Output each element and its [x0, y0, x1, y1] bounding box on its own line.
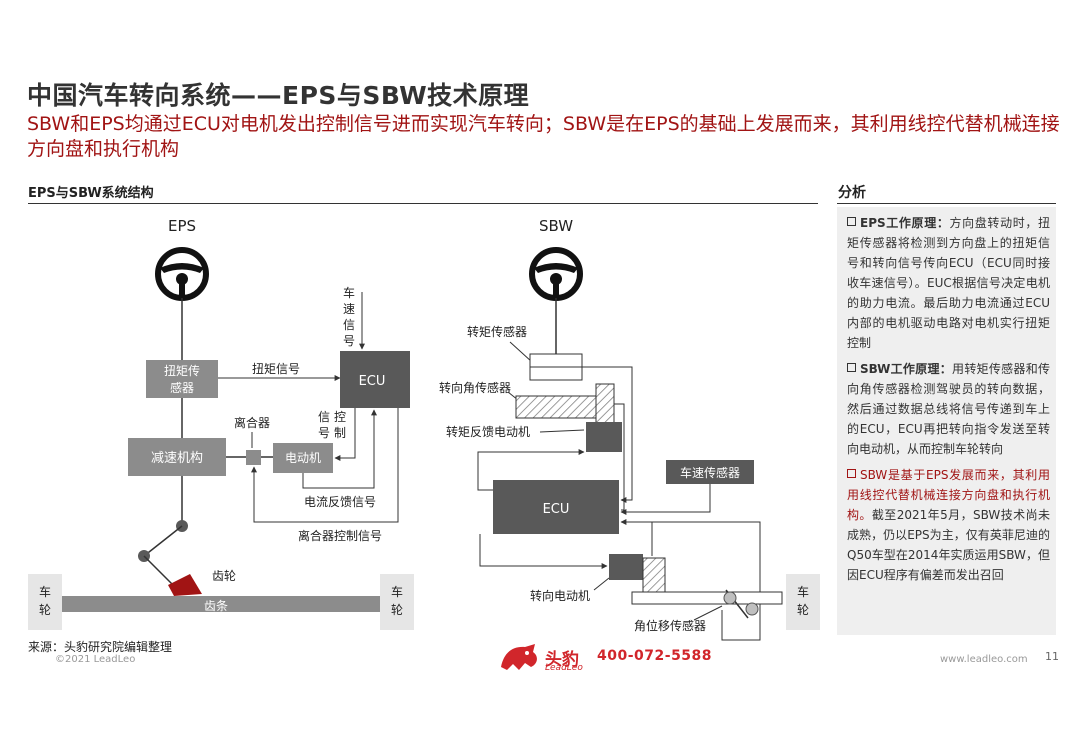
analysis-summary-text: 截至2021年5月，SBW技术尚未成熟，仍以EPS为主，仅有英菲尼迪的Q50车型…: [847, 508, 1050, 582]
eps-intermediate-shaft: [143, 525, 183, 557]
eps-rack-bar: [62, 596, 380, 612]
contact-phone: 400-072-5588: [597, 648, 713, 664]
eps-motor-box: [273, 443, 333, 473]
sbw-rack-bar: [631, 591, 783, 605]
analysis-sbw-text: 用转矩传感器和传向角传感器检测驾驶员的转向数据，然后通过数据总线将信号传递到车上…: [847, 362, 1050, 456]
eps-wheel-left-label-2: 轮: [39, 603, 51, 617]
analysis-summary-highlight: SBW是基于EPS发展而来，其利用用线控代替机械连接方向盘和执行机构。: [847, 468, 1050, 522]
analysis-panel: EPS工作原理：方向盘转动时，扭矩传感器将检测到方向盘上的扭矩信号和转向信号传向…: [837, 207, 1056, 635]
leopard-logo-icon: [501, 644, 537, 670]
sbw-wheel: [786, 574, 820, 630]
sbw-angle-sensor-bracket: [595, 383, 615, 425]
brand-name-en: LeadLeo: [545, 663, 583, 673]
eps-torque-signal-label: 扭矩信号: [252, 362, 300, 376]
page-title: 中国汽车转向系统——EPS与SBW技术原理: [27, 81, 530, 110]
eps-gear-label: 齿轮: [212, 569, 236, 583]
page-number: 11: [1045, 650, 1059, 663]
website-url: www.leadleo.com: [940, 654, 1028, 665]
sbw-feedback-motor-box: [586, 422, 622, 452]
eps-speed-signal-4: 号: [343, 334, 355, 348]
eps-speed-signal-3: 信: [343, 318, 355, 332]
eps-wheel-right-label-1: 车: [391, 584, 403, 599]
sbw-steer-motor-leader: [593, 577, 610, 591]
analysis-sbw: SBW工作原理：用转矩传感器和传向角传感器检测驾驶员的转向数据，然后通过数据总线…: [837, 353, 1056, 459]
sbw-steer-motor-label: 转向电动机: [530, 588, 590, 603]
eps-title: EPS: [168, 217, 196, 235]
bullet-square-icon: [847, 217, 856, 226]
bullet-square-icon: [847, 363, 856, 372]
eps-control-signal-4: 制: [334, 426, 346, 440]
eps-ecu-box: [340, 351, 410, 408]
eps-current-feedback-label: 电流反馈信号: [304, 495, 376, 509]
eps-motor-label: 电动机: [285, 451, 321, 465]
eps-clutch-control-label: 离合器控制信号: [298, 528, 382, 543]
sbw-disp-signal-return: [621, 521, 761, 641]
analysis-eps: EPS工作原理：方向盘转动时，扭矩传感器将检测到方向盘上的扭矩信号和转向信号传向…: [837, 207, 1056, 353]
sbw-steering-wheel-icon: [529, 247, 583, 301]
sbw-feedback-motor-label: 转矩反馈电动机: [446, 424, 530, 439]
eps-steering-wheel-icon: [155, 247, 209, 301]
sbw-disp-sensor-leader: [693, 605, 723, 621]
analysis-heading-rule: [837, 203, 1056, 204]
eps-control-signal-1: 信: [318, 410, 330, 424]
sbw-wheel-label-1: 车: [797, 584, 809, 599]
sbw-ecu-label: ECU: [543, 502, 570, 517]
analysis-eps-label: EPS工作原理：: [860, 216, 950, 230]
sbw-speed-sensor-label: 车速传感器: [680, 465, 740, 480]
sbw-feedback-motor-leader: [539, 429, 585, 433]
sbw-disp-sensor-label: 角位移传感器: [634, 618, 706, 633]
sbw-joint-2: [745, 602, 759, 616]
sbw-title: SBW: [539, 217, 573, 235]
eps-control-signal-arrow: [334, 408, 356, 461]
eps-torque-sensor-label-1: 扭矩传: [164, 363, 200, 378]
sbw-speed-sensor-box: [666, 460, 754, 484]
sbw-torque-signal-arrow: [582, 366, 633, 503]
eps-ecu-label: ECU: [359, 374, 386, 389]
source-note: 来源：头豹研究院编辑整理: [28, 640, 173, 654]
eps-current-feedback-arrow: [302, 409, 377, 489]
eps-reducer-box: [128, 438, 226, 476]
analysis-heading: 分析: [838, 185, 866, 201]
eps-pinion-shaft: [143, 555, 175, 587]
sbw-wheel-label-2: 轮: [797, 603, 809, 617]
eps-wheel-right: [380, 574, 414, 630]
brand-name: 头豹: [545, 650, 579, 670]
analysis-sbw-label: SBW工作原理：: [860, 362, 953, 376]
bullet-square-icon: [847, 469, 856, 478]
eps-gear-icon: [168, 574, 202, 596]
sbw-speed-signal-arrow: [620, 484, 711, 515]
eps-wheel-left-label-1: 车: [39, 584, 51, 599]
sbw-ecu-box: [493, 480, 619, 534]
analysis-eps-text: 方向盘转动时，扭矩传感器将检测到方向盘上的扭矩信号和转向信号传向ECU（ECU同…: [847, 216, 1050, 350]
eps-torque-sensor-label-2: 感器: [170, 380, 194, 395]
eps-speed-signal-1: 车: [343, 285, 355, 300]
analysis-summary: SBW是基于EPS发展而来，其利用用线控代替机械连接方向盘和执行机构。截至202…: [837, 459, 1056, 585]
sbw-steer-motor-control-arrow: [479, 534, 608, 569]
eps-control-signal-3: 控: [334, 410, 346, 424]
eps-control-signal-2: 号: [318, 426, 330, 440]
sbw-angle-sensor-label: 转向角传感器: [439, 380, 511, 395]
diagram-heading: EPS与SBW系统结构: [28, 186, 154, 201]
eps-torque-sensor-box: [146, 360, 218, 398]
eps-clutch-label: 离合器: [234, 415, 270, 430]
eps-clutch-control-arrow: [251, 408, 399, 523]
sbw-steer-motor-box: [609, 554, 643, 580]
eps-wheel-right-label-2: 轮: [391, 603, 403, 617]
page-subtitle: SBW和EPS均通过ECU对电机发出控制信号进而实现汽车转向；SBW是在EPS的…: [27, 113, 1060, 160]
sbw-feedback-motor-control-arrow: [477, 449, 585, 491]
eps-speed-signal-2: 速: [343, 302, 355, 316]
sbw-disp-signal-arrow: [620, 519, 653, 556]
eps-reducer-label: 减速机构: [151, 451, 203, 466]
sbw-torque-sensor-label: 转矩传感器: [467, 324, 527, 339]
sbw-joint-1: [723, 591, 737, 605]
eps-clutch-box: [246, 450, 261, 465]
eps-rack-label: 齿条: [204, 599, 228, 613]
diagram-heading-rule: [28, 203, 818, 204]
eps-wheel-left: [28, 574, 62, 630]
copyright: ©2021 LeadLeo: [55, 654, 136, 665]
sbw-angle-sensor-box: [515, 395, 597, 419]
sbw-torque-sensor-leader: [509, 341, 533, 363]
